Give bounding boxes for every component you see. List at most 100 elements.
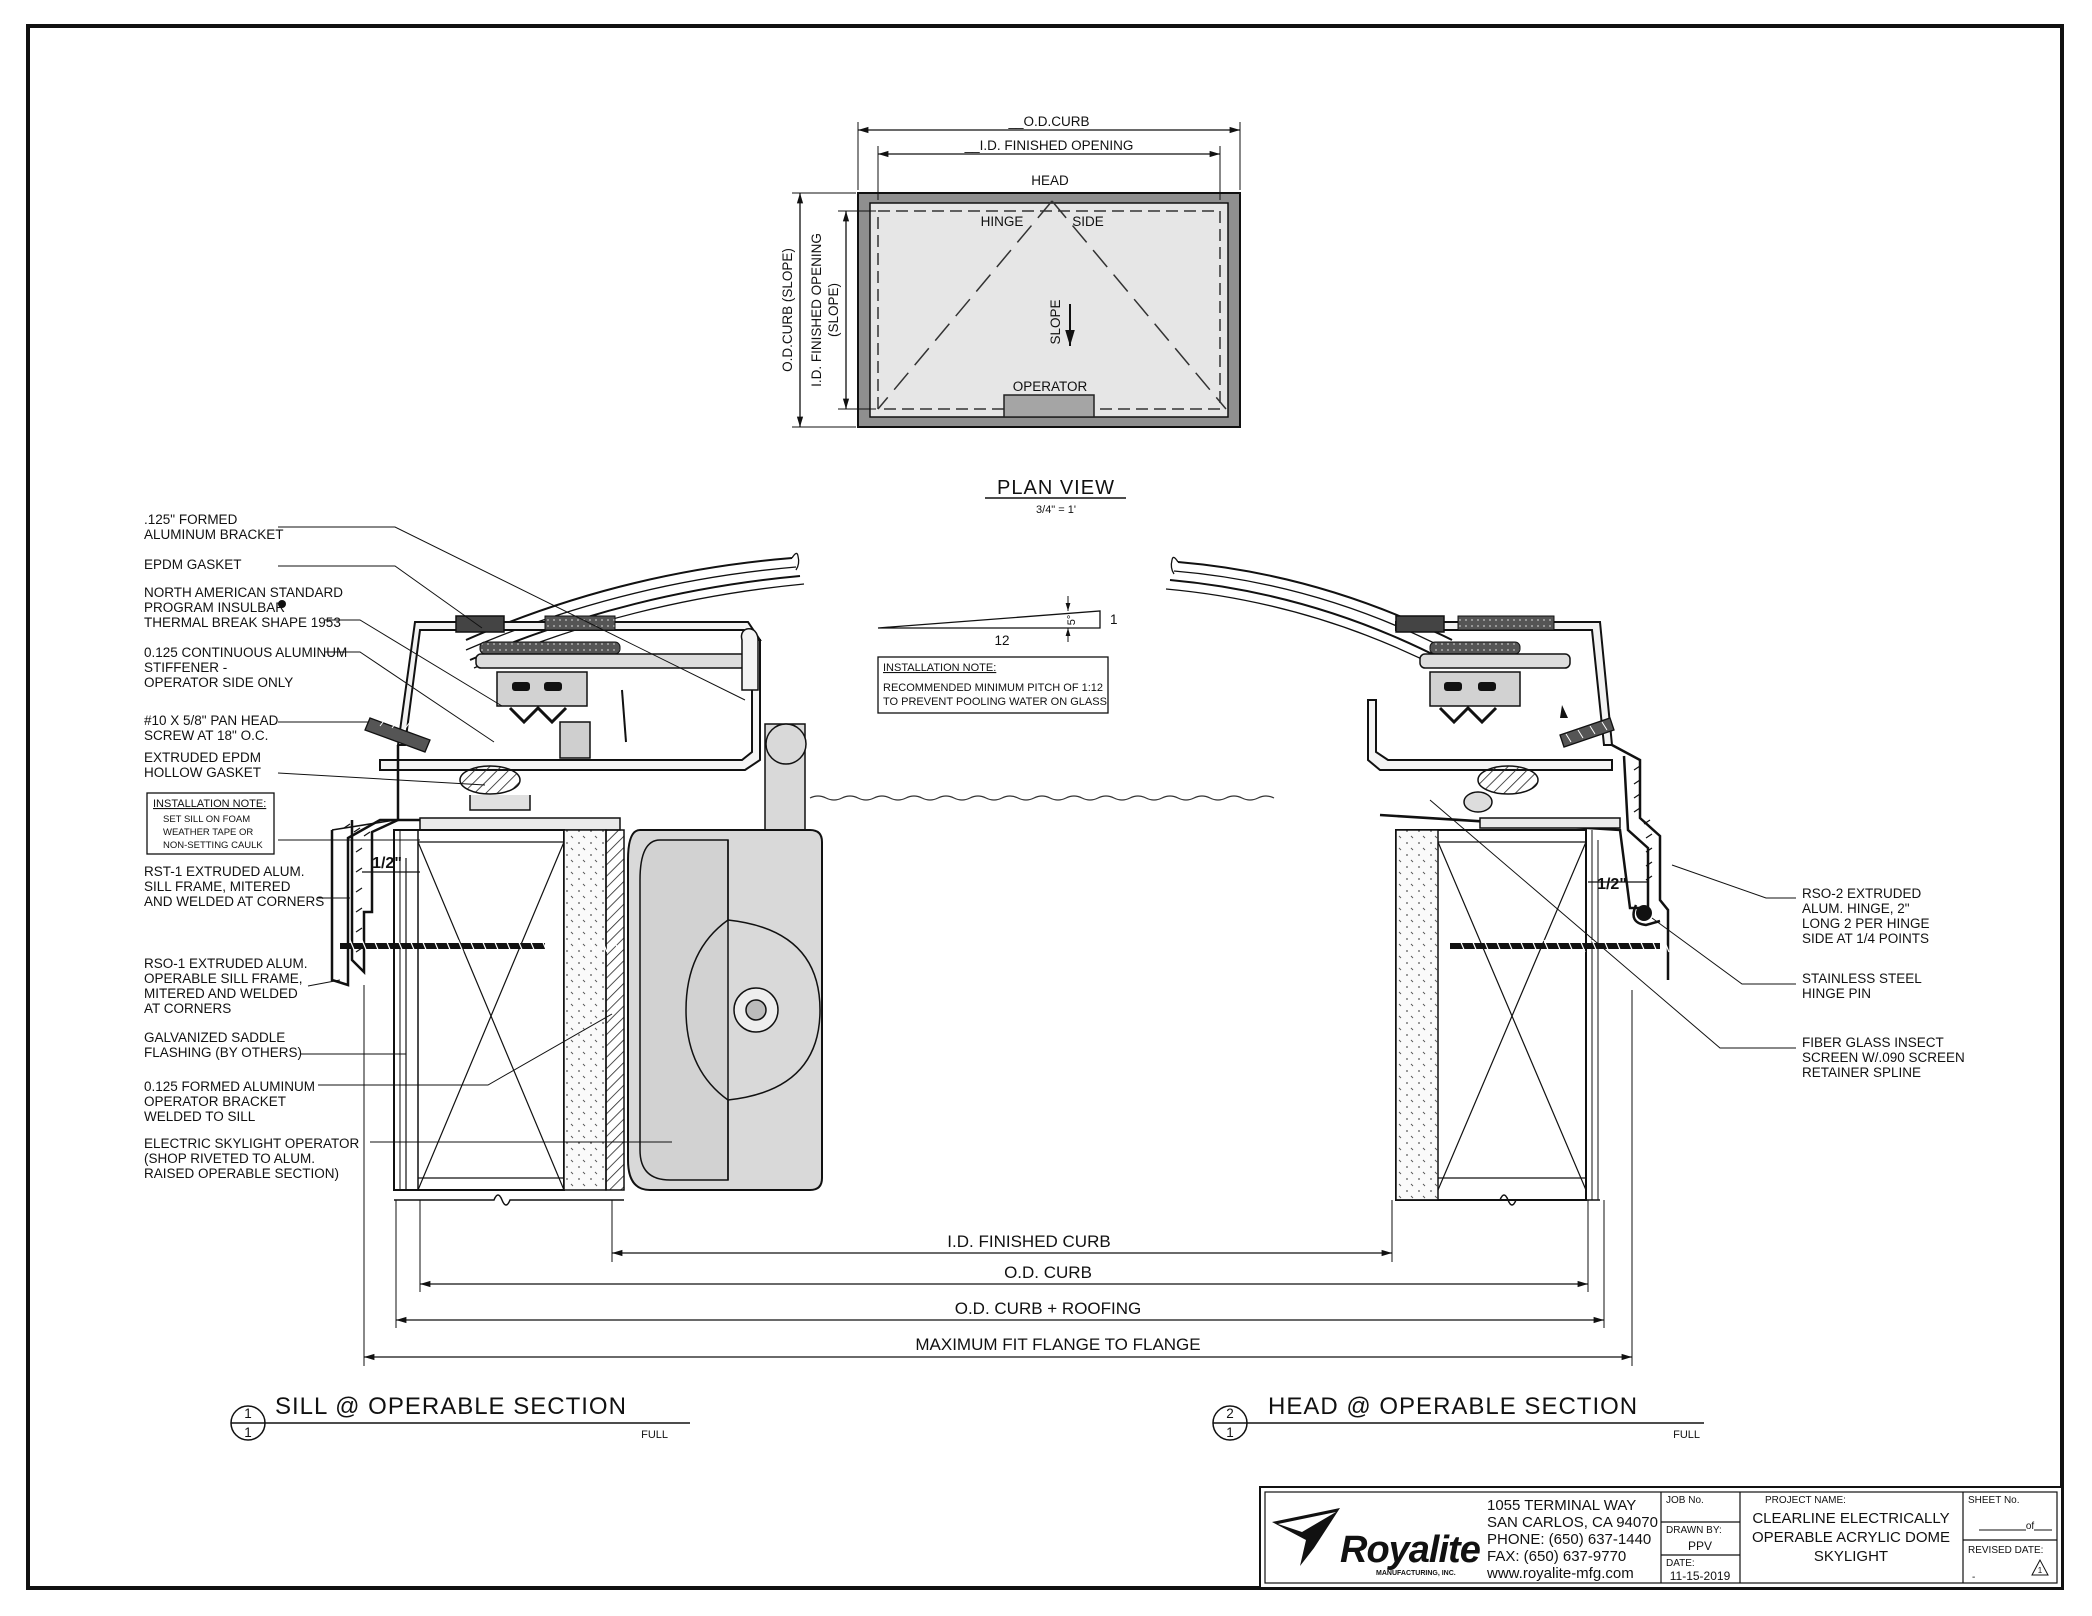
install-note-line-3: NON-SETTING CAULK — [163, 840, 263, 851]
tb-date-value: 11-15-2019 — [1670, 1569, 1731, 1583]
callout-formed-bracket-2: ALUMINUM BRACKET — [144, 527, 284, 542]
tb-drawn-value: PPV — [1688, 1539, 1712, 1553]
head-section-title: HEAD @ OPERABLE SECTION — [1268, 1393, 1638, 1420]
plan-view-title: PLAN VIEW — [997, 477, 1115, 499]
callout-stiffener-2: STIFFENER - — [144, 660, 227, 675]
plan-view — [792, 122, 1241, 428]
tb-drawn-label: DRAWN BY: — [1666, 1525, 1722, 1536]
right-leaders — [1429, 799, 1796, 1049]
callout-rso2-2: ALUM. HINGE, 2" — [1802, 901, 1910, 916]
install-note-line-1: SET SILL ON FOAM — [163, 814, 250, 825]
callout-rst1-2: SILL FRAME, MITERED — [144, 879, 291, 894]
callout-rso2-1: RSO-2 EXTRUDED — [1802, 886, 1922, 901]
plan-head-label: HEAD — [1031, 173, 1069, 188]
install-note-title: INSTALLATION NOTE: — [153, 798, 266, 810]
tb-sheet-label: SHEET No. — [1968, 1495, 2020, 1506]
plan-view-scale: 3/4" = 1' — [1036, 504, 1076, 516]
pitch-note-box — [877, 656, 1109, 714]
pitch-angle: 5° — [1066, 615, 1078, 626]
callout-screen-2: SCREEN W/.090 SCREEN — [1802, 1050, 1965, 1065]
callout-operator-3: RAISED OPERABLE SECTION) — [144, 1166, 339, 1181]
callout-operator-2: (SHOP RIVETED TO ALUM. — [144, 1151, 315, 1166]
plan-slope-label: SLOPE — [1048, 299, 1063, 344]
plan-side-label: SIDE — [1072, 214, 1104, 229]
callout-stiffener-1: 0.125 CONTINUOUS ALUMINUM — [144, 645, 347, 660]
callout-hollow-gasket-2: HOLLOW GASKET — [144, 765, 261, 780]
plan-id-opening-slope-2: (SLOPE) — [826, 283, 841, 337]
head-section-scale: FULL — [1673, 1429, 1700, 1441]
tb-project-line-1: CLEARLINE ELECTRICALLY — [1752, 1510, 1949, 1527]
callout-op-bracket-2: OPERATOR BRACKET — [144, 1094, 286, 1109]
callout-rso1-3: MITERED AND WELDED — [144, 986, 298, 1001]
pitch-run: 12 — [994, 633, 1009, 648]
callout-flashing-1: GALVANIZED SADDLE — [144, 1030, 285, 1045]
callout-op-bracket-3: WELDED TO SILL — [144, 1109, 256, 1124]
plan-od-curb-slope: O.D.CURB (SLOPE) — [780, 248, 795, 372]
tb-revised-label: REVISED DATE: — [1968, 1545, 2043, 1556]
callout-op-bracket-1: 0.125 FORMED ALUMINUM — [144, 1079, 315, 1094]
left-leaders — [277, 526, 746, 1143]
callout-screw-2: SCREW AT 18" O.C. — [144, 728, 268, 743]
dim-od-curb: O.D. CURB — [1004, 1263, 1092, 1282]
callout-insulbar-1: NORTH AMERICAN STANDARD — [144, 585, 343, 600]
tb-phone: PHONE: (650) 637-1440 — [1487, 1531, 1651, 1548]
right-callout-labels: RSO-2 EXTRUDED ALUM. HINGE, 2" LONG 2 PE… — [1802, 886, 1965, 1080]
sill-half-inch: 1/2" — [372, 855, 402, 872]
half-inch-dims — [362, 871, 1648, 883]
sheet-border — [26, 24, 2064, 1590]
callout-operator-1: ELECTRIC SKYLIGHT OPERATOR — [144, 1136, 360, 1151]
install-note-box — [146, 792, 275, 855]
tb-project-line-3: SKYLIGHT — [1814, 1548, 1888, 1565]
callout-rso1-2: OPERABLE SILL FRAME, — [144, 971, 303, 986]
tb-fax: FAX: (650) 637-9770 — [1487, 1548, 1626, 1565]
callout-hinge-pin-1: STAINLESS STEEL — [1802, 971, 1922, 986]
plan-id-opening-slope-1: I.D. FINISHED OPENING — [809, 233, 824, 387]
callout-rso2-3: LONG 2 PER HINGE — [1802, 916, 1930, 931]
title-block — [1259, 1486, 2063, 1589]
pitch-diagram — [877, 596, 1101, 642]
callout-stiffener-3: OPERATOR SIDE ONLY — [144, 675, 293, 690]
callout-rst1-1: RST-1 EXTRUDED ALUM. — [144, 864, 305, 879]
tb-job-label: JOB No. — [1666, 1495, 1704, 1506]
sill-section — [330, 552, 1275, 1206]
plan-operator-label: OPERATOR — [1013, 379, 1088, 394]
callout-screen-1: FIBER GLASS INSECT — [1802, 1035, 1944, 1050]
tb-revision-mark: 1 — [2038, 1566, 2043, 1575]
head-section-marker — [1212, 1405, 1704, 1441]
tb-address-1: 1055 TERMINAL WAY — [1487, 1497, 1636, 1514]
callout-hollow-gasket-1: EXTRUDED EPDM — [144, 750, 261, 765]
head-section — [1165, 556, 1778, 1206]
plan-od-curb: __O.D.CURB — [1007, 114, 1089, 129]
tb-date-label: DATE: — [1666, 1558, 1695, 1569]
tb-project-label: PROJECT NAME: — [1765, 1495, 1846, 1506]
install-note-line-2: WEATHER TAPE OR — [163, 827, 253, 838]
callout-formed-bracket-1: .125" FORMED — [144, 512, 238, 527]
callout-hinge-pin-2: HINGE PIN — [1802, 986, 1871, 1001]
insulbar-dot — [278, 600, 286, 608]
logo-text: Royalite — [1340, 1529, 1481, 1571]
pitch-note-title: INSTALLATION NOTE: — [883, 662, 996, 674]
tb-address-2: SAN CARLOS, CA 94070 — [1487, 1514, 1658, 1531]
sill-section-title: SILL @ OPERABLE SECTION — [275, 1393, 627, 1420]
sill-section-number: 1 — [244, 1406, 252, 1421]
callout-rso1-1: RSO-1 EXTRUDED ALUM. — [144, 956, 308, 971]
pitch-note-line-2: TO PREVENT POOLING WATER ON GLASS — [883, 696, 1107, 708]
plan-id-opening: __I.D. FINISHED OPENING — [964, 138, 1134, 153]
left-callout-labels: .125" FORMED ALUMINUM BRACKET EPDM GASKE… — [144, 512, 360, 1181]
dim-od-roofing: O.D. CURB + ROOFING — [955, 1299, 1142, 1318]
callout-insulbar-3: THERMAL BREAK SHAPE 1953 — [144, 615, 341, 630]
plan-hinge-label: HINGE — [981, 214, 1024, 229]
callout-screen-3: RETAINER SPLINE — [1802, 1065, 1921, 1080]
pitch-rise: 1 — [1110, 612, 1118, 627]
dim-max-fit: MAXIMUM FIT FLANGE TO FLANGE — [915, 1335, 1200, 1354]
logo-subtext: MANUFACTURING, INC. — [1376, 1570, 1456, 1577]
head-section-sheet: 1 — [1226, 1425, 1234, 1440]
callout-rso2-4: SIDE AT 1/4 POINTS — [1802, 931, 1929, 946]
tb-project-line-2: OPERABLE ACRYLIC DOME — [1752, 1529, 1950, 1546]
bottom-dimensions — [363, 985, 1633, 1366]
tb-sheet-of: of — [2026, 1521, 2035, 1532]
sill-section-sheet: 1 — [244, 1425, 252, 1440]
callout-flashing-2: FLASHING (BY OTHERS) — [144, 1045, 302, 1060]
callout-rst1-3: AND WELDED AT CORNERS — [144, 894, 324, 909]
callout-epdm-gasket: EPDM GASKET — [144, 557, 242, 572]
